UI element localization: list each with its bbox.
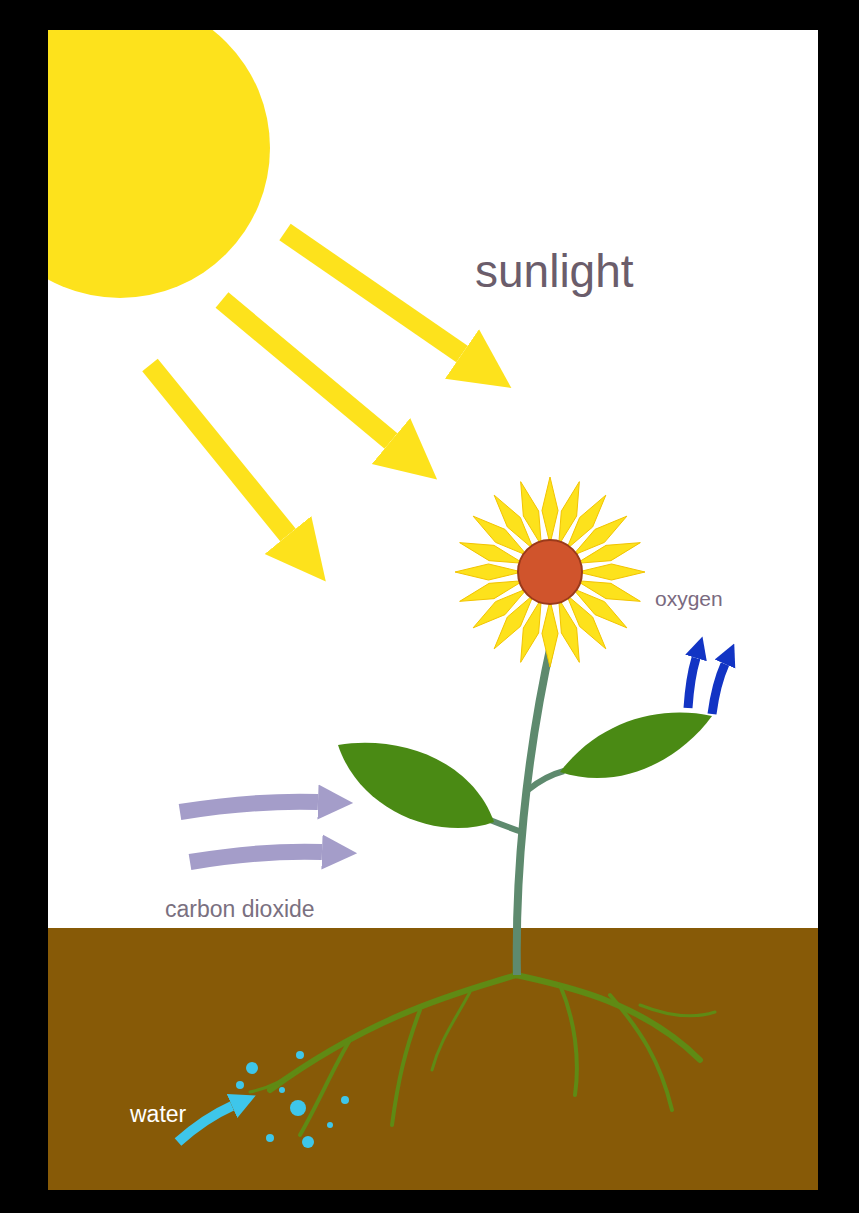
sun-ray [285,232,462,354]
label-text: carbon dioxide [165,898,315,921]
water-drop [266,1134,274,1142]
flower-petal [542,600,558,667]
flower-petal [559,599,580,663]
water-drop [327,1122,333,1128]
flower-petal [521,482,542,546]
carbon-dioxide-arrows [180,802,322,862]
gas-arrow [688,658,696,708]
root-line [250,1068,300,1092]
flower-petal [460,581,524,602]
flower-center [518,540,582,604]
plant-leaf [560,713,712,778]
root-line [270,975,516,1090]
root-line [392,1010,420,1125]
flower-petal [578,564,645,580]
water-drops [236,1051,349,1148]
plant-stem [517,640,552,975]
water-drop [296,1051,304,1059]
root-line [432,992,470,1070]
sun-shape [48,30,270,298]
water-drop [236,1081,244,1089]
root-line [300,1040,350,1135]
root-line [640,1005,715,1016]
label-text: water [130,1103,186,1126]
plant-leaf [338,743,494,828]
water-drop [302,1136,314,1148]
water-drop [279,1087,285,1093]
gas-arrow [190,852,322,862]
flower-petal [455,564,522,580]
roots [250,930,715,1135]
leaf-stalk [528,771,564,790]
root-line [516,975,700,1060]
label-text: oxygen [655,588,723,609]
flower-petals [455,477,645,667]
sun-ray [222,300,391,441]
water-drop [341,1096,349,1104]
sunlight-arrows [150,232,462,535]
gas-arrow [180,802,318,812]
oxygen-arrows [688,658,725,714]
soil-ground [48,928,818,1190]
gas-arrow [712,664,725,714]
root-line [560,985,577,1095]
water-drop [290,1100,306,1116]
water-drop [246,1062,258,1074]
flower-petal [542,477,558,544]
label-text: sunlight [475,248,634,294]
leaf-stalk [490,820,522,832]
sun-ray [150,365,288,535]
flower-petal [577,543,641,564]
